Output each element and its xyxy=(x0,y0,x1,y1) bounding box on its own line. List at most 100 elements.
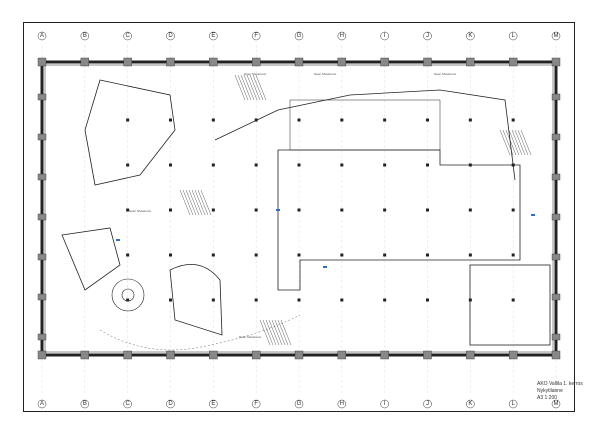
grid-bubble xyxy=(508,399,518,409)
interior-column xyxy=(126,298,130,302)
grid-label: M xyxy=(554,401,559,407)
column xyxy=(209,350,218,360)
interior-column xyxy=(126,208,130,212)
column xyxy=(166,350,175,360)
column xyxy=(508,57,518,67)
grid-bubble xyxy=(294,31,304,41)
stair-tread xyxy=(280,319,292,346)
dashed-boundary xyxy=(99,314,301,351)
column xyxy=(466,57,475,67)
column xyxy=(294,57,304,67)
interior-column xyxy=(254,298,258,302)
stair-tread xyxy=(249,74,261,101)
column xyxy=(37,350,47,360)
column xyxy=(80,57,90,67)
grid-bubble xyxy=(209,399,218,409)
interior-column xyxy=(383,253,387,257)
interior-column xyxy=(297,208,301,212)
stair-tread xyxy=(188,189,200,216)
grid-label: A xyxy=(40,33,44,39)
column xyxy=(551,350,561,360)
stair-tread xyxy=(274,319,286,346)
grid-label: B xyxy=(83,33,87,39)
interior-column xyxy=(254,253,258,257)
curved-wall xyxy=(214,89,516,181)
round-display xyxy=(111,278,145,312)
column xyxy=(466,350,475,360)
drawing-scale: A3 1:200 xyxy=(537,395,558,401)
stair-tread xyxy=(200,189,212,216)
grid-bubble xyxy=(166,31,175,41)
stair-tread xyxy=(514,129,526,156)
column xyxy=(294,350,304,360)
grid-label: C xyxy=(125,33,130,39)
interior-column xyxy=(511,298,515,302)
interior-column xyxy=(297,118,301,122)
grid-bubble xyxy=(251,399,261,409)
title-block: AKO Vallila 1. kerros Nykytilanne A3 1:2… xyxy=(537,381,583,402)
column xyxy=(37,293,47,301)
grid-label: L xyxy=(511,401,515,407)
stair-tread xyxy=(191,189,203,216)
stair-tread xyxy=(508,129,520,156)
interior-column xyxy=(254,163,258,167)
column xyxy=(80,350,90,360)
interior-column xyxy=(297,253,301,257)
grid-label: L xyxy=(511,33,515,39)
room-wall xyxy=(169,263,223,336)
grid-bubble xyxy=(466,31,475,41)
grid-label: D xyxy=(168,33,173,39)
grid-bubble xyxy=(37,399,47,409)
stair-tread xyxy=(262,319,274,346)
interior-column xyxy=(297,298,301,302)
interior-column xyxy=(511,208,515,212)
stair-tread xyxy=(237,74,249,101)
project-title: AKO Vallila 1. kerros xyxy=(537,381,583,387)
interior-column xyxy=(126,163,130,167)
accent-marker xyxy=(531,214,535,216)
grid-bubble xyxy=(466,399,475,409)
interior-column xyxy=(383,208,387,212)
column xyxy=(551,333,561,341)
room-label: Open Showroom xyxy=(239,335,262,339)
grid-label: H xyxy=(340,401,344,407)
room-wall xyxy=(61,227,121,291)
accent-marker xyxy=(323,266,327,268)
grid-bubble xyxy=(551,399,561,409)
grid-label: A xyxy=(40,401,44,407)
interior-column xyxy=(426,253,429,257)
grid-label: J xyxy=(426,401,429,407)
room-label: Open Showroom xyxy=(314,72,337,76)
stair-tread xyxy=(502,129,514,156)
stair-tread xyxy=(197,189,209,216)
interior-column xyxy=(383,118,387,122)
column xyxy=(209,57,218,67)
interior-column xyxy=(211,208,215,212)
stair-tread xyxy=(234,74,246,101)
column xyxy=(551,213,561,221)
drawing-sheet xyxy=(23,22,575,412)
column xyxy=(166,57,175,67)
stair-tread xyxy=(194,189,206,216)
grid-label: G xyxy=(297,401,302,407)
interior-column xyxy=(169,163,172,167)
grid-label: H xyxy=(340,33,344,39)
column xyxy=(37,333,47,341)
hall-wall xyxy=(277,149,521,291)
grid-bubble xyxy=(337,399,347,409)
grid-label: J xyxy=(426,33,429,39)
column xyxy=(37,173,47,181)
interior-column xyxy=(468,253,472,257)
grid-bubble xyxy=(551,31,561,41)
grid-bubble xyxy=(380,399,389,409)
grid-label: M xyxy=(554,33,559,39)
column xyxy=(337,57,347,67)
stair-tread xyxy=(252,74,264,101)
stair-tread xyxy=(265,319,277,346)
grid-bubble xyxy=(423,399,432,409)
drawing-status: Nykytilanne xyxy=(537,388,563,394)
interior-column xyxy=(254,208,258,212)
grid-label: K xyxy=(468,401,472,407)
room-label: Open Showroom xyxy=(434,72,457,76)
